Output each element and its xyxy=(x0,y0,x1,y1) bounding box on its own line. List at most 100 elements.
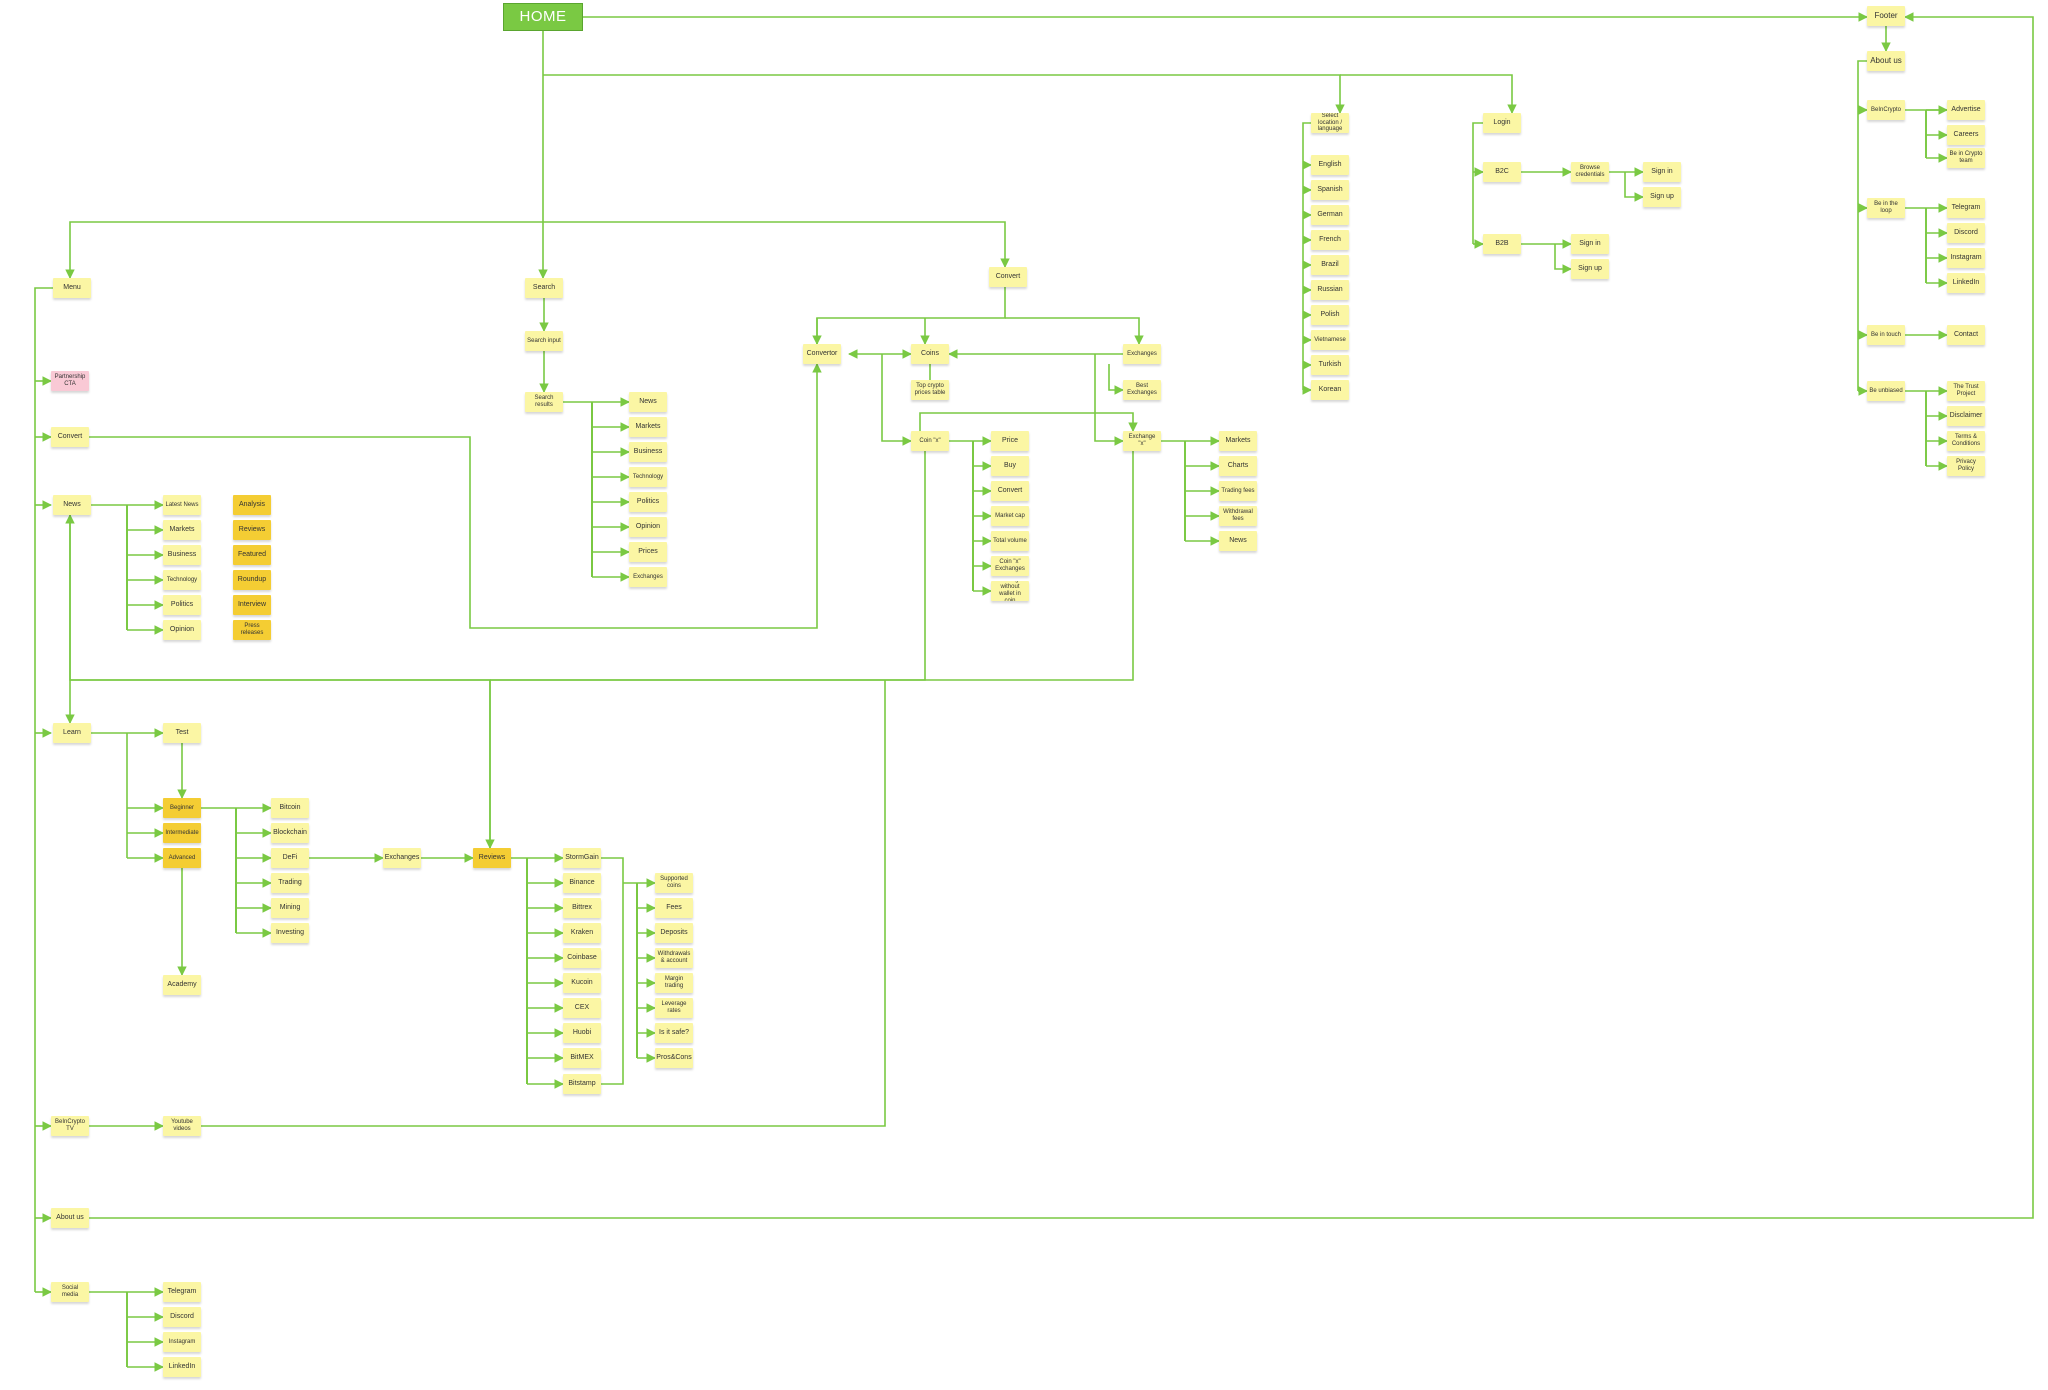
topic-bitcoin-node[interactable]: Bitcoin xyxy=(271,798,309,818)
review-coinbase-node[interactable]: Coinbase xyxy=(563,948,601,968)
beincrypto-node[interactable]: BeInCrypto xyxy=(1867,100,1905,120)
detail-fees-node[interactable]: Fees xyxy=(655,898,693,918)
language-english[interactable]: English xyxy=(1311,155,1349,175)
footer-telegram-node[interactable]: Telegram xyxy=(1947,198,1985,218)
coins-node[interactable]: Coins xyxy=(911,344,949,364)
news-markets-node[interactable]: Markets xyxy=(163,520,201,540)
news-reviews-node[interactable]: Reviews xyxy=(233,520,271,540)
detail-deposits-node[interactable]: Deposits xyxy=(655,923,693,943)
topic-blockchain-node[interactable]: Blockchain xyxy=(271,823,309,843)
topic-investing-node[interactable]: Investing xyxy=(271,923,309,943)
detail-supported-coins-node[interactable]: Supported coins xyxy=(655,873,693,893)
exchange-news-node[interactable]: News xyxy=(1219,531,1257,551)
b2b-node[interactable]: B2B xyxy=(1483,234,1521,254)
detail-leverage-node[interactable]: Leverage rates xyxy=(655,998,693,1018)
be-in-crypto-team-node[interactable]: Be in Crypto team xyxy=(1947,148,1985,168)
exchange-withdrawal-fees-node[interactable]: Withdrawal fees xyxy=(1219,506,1257,526)
menu-news-node[interactable]: News xyxy=(53,495,91,515)
search-opinion-node[interactable]: Opinion xyxy=(629,517,667,537)
b2c-sign-up-node[interactable]: Sign up xyxy=(1643,187,1681,207)
home-node[interactable]: HOME xyxy=(503,3,583,31)
social-discord-node[interactable]: Discord xyxy=(163,1307,201,1327)
review-bittrex-node[interactable]: Bittrex xyxy=(563,898,601,918)
coin-x-node[interactable]: Coin "x" xyxy=(911,431,949,451)
search-node[interactable]: Search xyxy=(525,278,563,298)
reviews-node[interactable]: Reviews xyxy=(473,848,511,868)
learn-test-node[interactable]: Test xyxy=(163,723,201,743)
b2b-sign-up-node[interactable]: Sign up xyxy=(1571,259,1609,279)
language-polish[interactable]: Polish xyxy=(1311,305,1349,325)
language-russian[interactable]: Russian xyxy=(1311,280,1349,300)
coin-buy-node[interactable]: Buy xyxy=(991,456,1029,476)
level-beginner-node[interactable]: Beginner xyxy=(163,798,201,818)
footer-node[interactable]: Footer xyxy=(1867,6,1905,26)
b2c-sign-in-node[interactable]: Sign in xyxy=(1643,162,1681,182)
convertor-node[interactable]: Convertor xyxy=(803,344,841,364)
language-spanish[interactable]: Spanish xyxy=(1311,180,1349,200)
footer-about-node[interactable]: About us xyxy=(1867,51,1905,71)
terms-node[interactable]: Terms & Conditions xyxy=(1947,431,1985,451)
language-turkish[interactable]: Turkish xyxy=(1311,355,1349,375)
be-in-touch-node[interactable]: Be in touch xyxy=(1867,325,1905,345)
language-french[interactable]: French xyxy=(1311,230,1349,250)
topic-defi-node[interactable]: DeFi xyxy=(271,848,309,868)
language-vietnamese[interactable]: Vietnamese xyxy=(1311,330,1349,350)
level-intermediate-node[interactable]: Intermediate xyxy=(163,823,201,843)
news-latest-node[interactable]: Latest News xyxy=(163,495,201,515)
careers-node[interactable]: Careers xyxy=(1947,125,1985,145)
search-news-node[interactable]: News xyxy=(629,392,667,412)
menu-node[interactable]: Menu xyxy=(53,278,91,298)
news-opinion-node[interactable]: Opinion xyxy=(163,620,201,640)
language-brazil[interactable]: Brazil xyxy=(1311,255,1349,275)
social-media-node[interactable]: Social media xyxy=(51,1282,89,1302)
select-language-node[interactable]: Select location / language xyxy=(1311,113,1349,133)
topic-trading-node[interactable]: Trading xyxy=(271,873,309,893)
detail-withdrawals-node[interactable]: Withdrawals & account xyxy=(655,948,693,968)
detail-is-it-safe-node[interactable]: Is it safe? xyxy=(655,1023,693,1043)
exchange-trading-fees-node[interactable]: Trading fees xyxy=(1219,481,1257,501)
learn-exchanges-node[interactable]: Exchanges xyxy=(383,848,421,868)
language-german[interactable]: German xyxy=(1311,205,1349,225)
top-crypto-prices-node[interactable]: Top crypto prices table xyxy=(911,380,949,400)
search-technology-node[interactable]: Technology xyxy=(629,467,667,487)
coin-price-node[interactable]: Price xyxy=(991,431,1029,451)
review-huobi-node[interactable]: Huobi xyxy=(563,1023,601,1043)
menu-convert-node[interactable]: Convert xyxy=(51,427,89,447)
contact-node[interactable]: Contact xyxy=(1947,325,1985,345)
learn-academy-node[interactable]: Academy xyxy=(163,975,201,995)
b2b-sign-in-node[interactable]: Sign in xyxy=(1571,234,1609,254)
search-markets-node[interactable]: Markets xyxy=(629,417,667,437)
coin-market-cap-node[interactable]: Market cap xyxy=(991,506,1029,526)
coin-no-wallet-node[interactable]: Exchanges without wallet in coin xyxy=(991,581,1029,601)
review-bitmex-node[interactable]: BitMEX xyxy=(563,1048,601,1068)
topic-mining-node[interactable]: Mining xyxy=(271,898,309,918)
best-exchanges-node[interactable]: Best Exchanges xyxy=(1123,380,1161,400)
b2c-browse-node[interactable]: Browse credentials xyxy=(1571,162,1609,182)
be-in-loop-node[interactable]: Be in the loop xyxy=(1867,198,1905,218)
detail-pros-cons-node[interactable]: Pros&Cons xyxy=(655,1048,693,1068)
search-results-node[interactable]: Search results xyxy=(525,392,563,412)
news-technology-node[interactable]: Technology xyxy=(163,570,201,590)
news-press-releases-node[interactable]: Press releases xyxy=(233,620,271,640)
exchange-charts-node[interactable]: Charts xyxy=(1219,456,1257,476)
advertise-node[interactable]: Advertise xyxy=(1947,100,1985,120)
review-kucoin-node[interactable]: Kucoin xyxy=(563,973,601,993)
news-analysis-node[interactable]: Analysis xyxy=(233,495,271,515)
coin-exchanges-node[interactable]: Coin "x" Exchanges xyxy=(991,556,1029,576)
social-linkedin-node[interactable]: LinkedIn xyxy=(163,1357,201,1377)
privacy-node[interactable]: Privacy Policy xyxy=(1947,456,1985,476)
login-node[interactable]: Login xyxy=(1483,113,1521,133)
review-kraken-node[interactable]: Kraken xyxy=(563,923,601,943)
news-business-node[interactable]: Business xyxy=(163,545,201,565)
review-bitstamp-node[interactable]: Bitstamp xyxy=(563,1074,601,1094)
search-input-node[interactable]: Search input xyxy=(525,331,563,351)
footer-discord-node[interactable]: Discord xyxy=(1947,223,1985,243)
footer-linkedin-node[interactable]: LinkedIn xyxy=(1947,273,1985,293)
review-cex-node[interactable]: CEX xyxy=(563,998,601,1018)
coin-convert-node[interactable]: Convert xyxy=(991,481,1029,501)
b2c-node[interactable]: B2C xyxy=(1483,162,1521,182)
news-featured-node[interactable]: Featured xyxy=(233,545,271,565)
social-telegram-node[interactable]: Telegram xyxy=(163,1282,201,1302)
social-instagram-node[interactable]: Instagram xyxy=(163,1332,201,1352)
coin-total-volume-node[interactable]: Total volume xyxy=(991,531,1029,551)
